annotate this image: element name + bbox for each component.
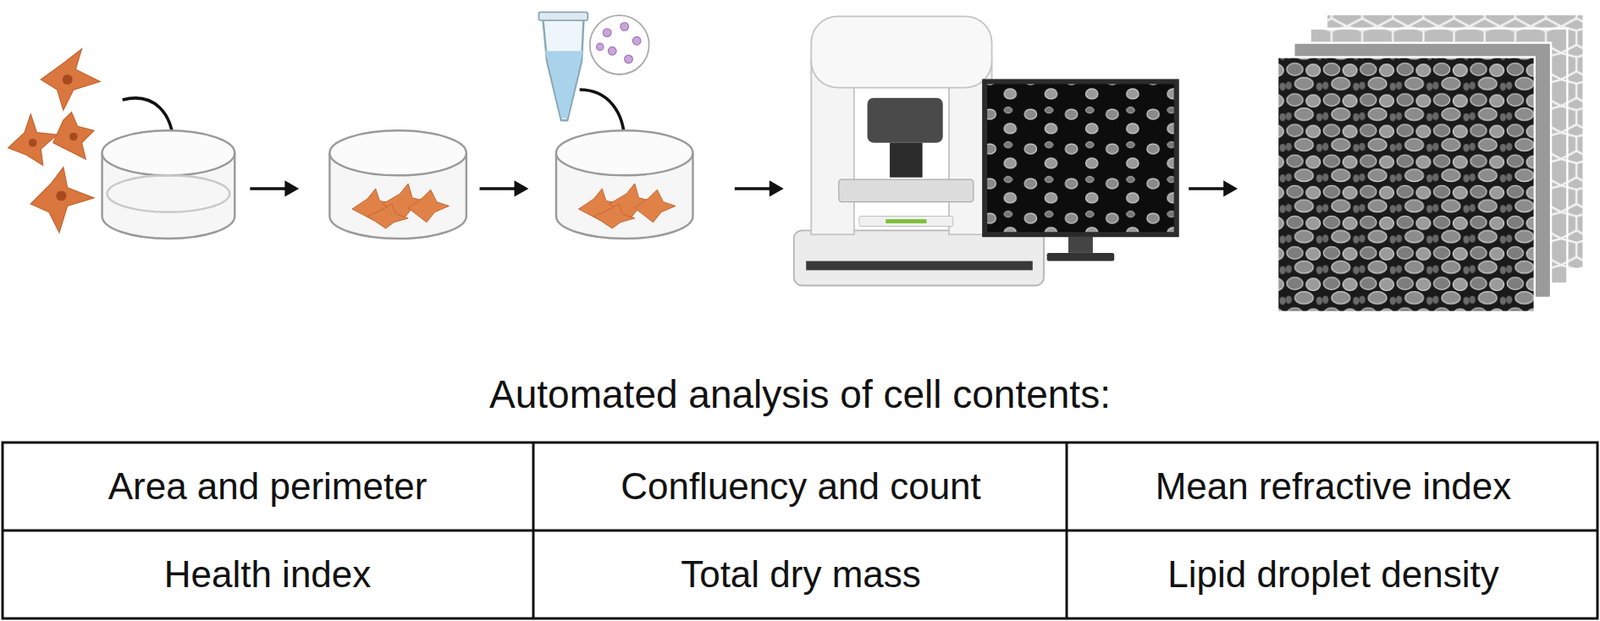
table-cell: Total dry mass [680, 553, 922, 596]
table-cell: Health index [164, 553, 372, 596]
table-cell-area: Lipid droplet density [1071, 533, 1595, 617]
table-cell-area: Health index [5, 533, 530, 617]
table-cell: Lipid droplet density [1167, 553, 1499, 596]
table-heading-area: Automated analysis of cell contents: [0, 364, 1600, 425]
table-cell: Area and perimeter [108, 465, 428, 508]
table-cell: Mean refractive index [1155, 465, 1512, 508]
table-heading: Automated analysis of cell contents: [489, 371, 1111, 418]
table-cell-area: Mean refractive index [1071, 445, 1595, 529]
table-cell-area: Confluency and count [538, 445, 1064, 529]
table-cell-area: Total dry mass [538, 533, 1064, 617]
table-cell: Confluency and count [620, 465, 982, 508]
table-cell-area: Area and perimeter [5, 445, 530, 529]
